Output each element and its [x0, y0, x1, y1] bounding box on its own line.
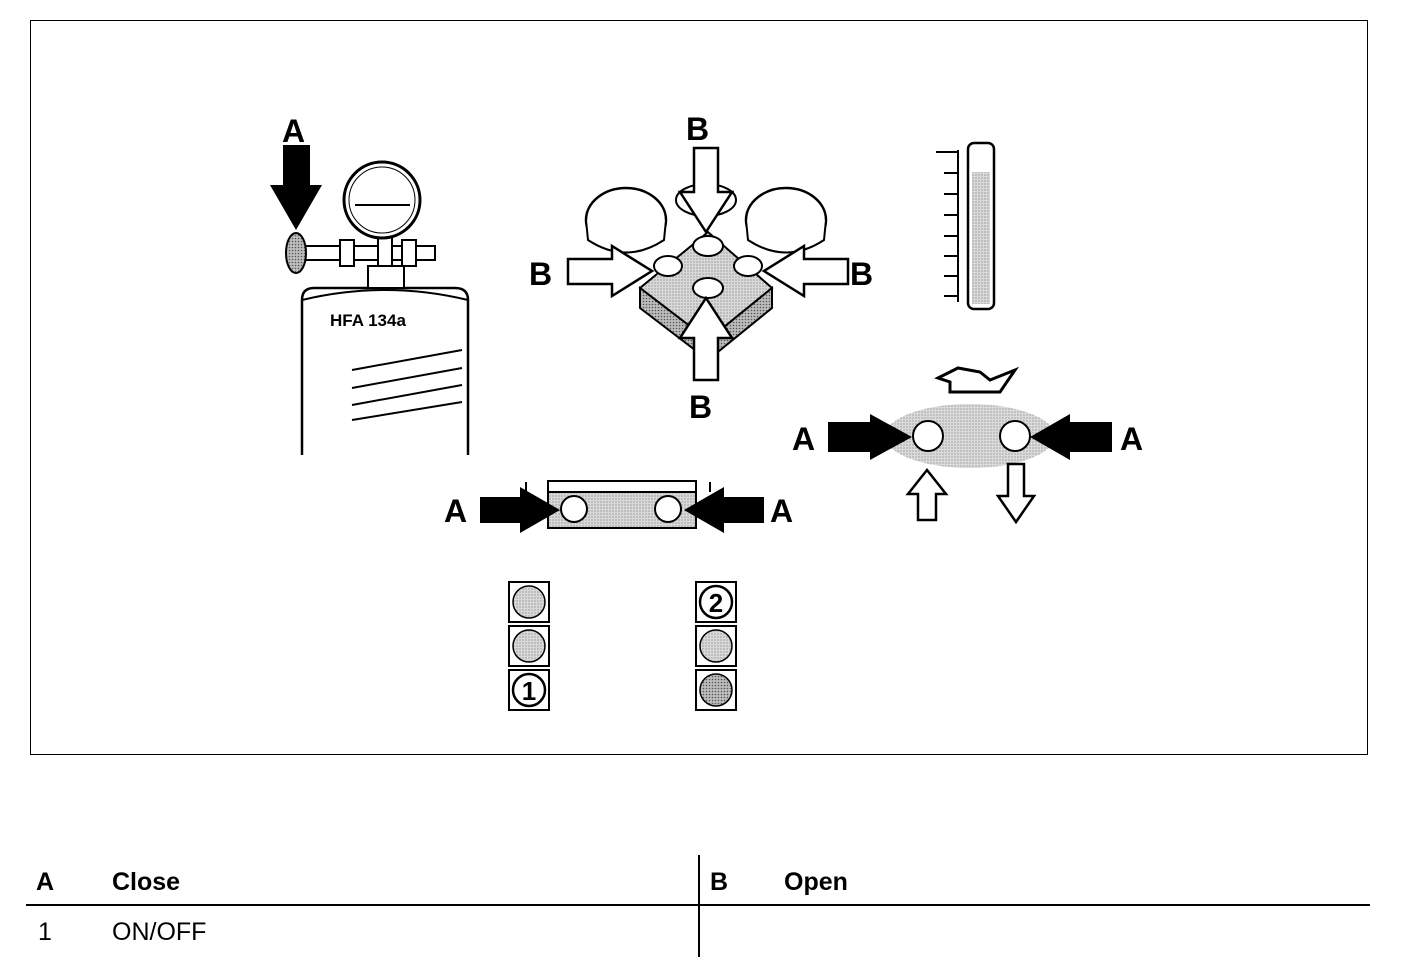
label-a-oil-left: A: [792, 421, 815, 457]
level-scale: [936, 141, 996, 311]
oil-icon: [934, 366, 1020, 394]
label-b-left: B: [529, 256, 552, 292]
legend-key-b: B: [710, 868, 729, 896]
arrow-close-cylinder: [270, 145, 322, 230]
label-b-bottom: B: [689, 389, 712, 425]
valve-bar: [525, 480, 711, 529]
legend-text-close: Close: [112, 868, 181, 896]
legend-text-open: Open: [784, 868, 848, 896]
legend-divider: [698, 855, 700, 957]
cylinder-label: HFA 134a: [330, 311, 406, 330]
indicator-column-left: [508, 581, 550, 711]
arrows-open-manifold: [566, 146, 850, 382]
refrigerant-cylinder: HFA 134a: [285, 160, 470, 455]
diagram-frame: [30, 20, 1368, 755]
label-a-oil-right: A: [1120, 421, 1143, 457]
legend-key-a: A: [36, 868, 55, 896]
oil-valve-block: [885, 404, 1055, 525]
label-b-top: B: [686, 111, 709, 147]
manifold-gauge-set: [584, 183, 828, 363]
label-b-right: B: [850, 256, 873, 292]
indicator-column-right: [695, 581, 737, 711]
indicator-1-label: 1: [522, 676, 536, 706]
label-a-bar-left: A: [444, 493, 467, 529]
legend-rule: [26, 904, 1370, 906]
legend-text-on-off: ON/OFF: [112, 918, 207, 946]
arrows-close-bar: [480, 487, 764, 533]
label-a-bar-right: A: [770, 493, 793, 529]
indicator-2-label: 2: [709, 588, 723, 618]
legend-key-1: 1: [38, 918, 52, 946]
arrows-close-oil: [828, 414, 1112, 460]
legend-table: A Close B Open 1 ON/OFF: [26, 855, 1370, 974]
label-a-cylinder: A: [282, 113, 305, 149]
